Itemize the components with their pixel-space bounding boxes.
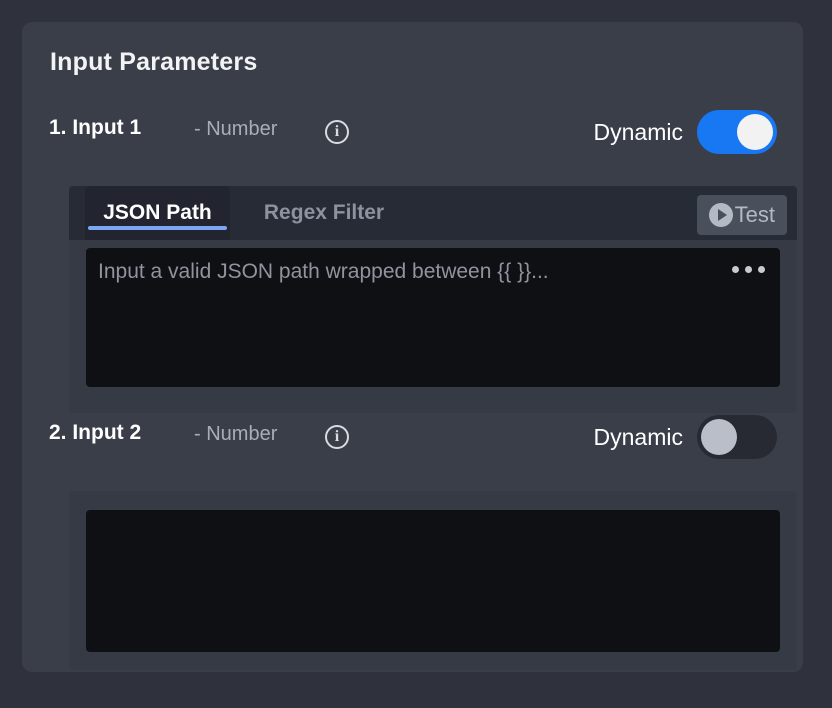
parameter-type-2: - Number — [194, 423, 278, 445]
json-path-editor[interactable]: Input a valid JSON path wrapped between … — [86, 248, 780, 387]
ellipsis-dot — [745, 266, 752, 273]
test-button[interactable]: Test — [696, 195, 787, 235]
tab-regex-filter[interactable]: Regex Filter — [263, 201, 385, 224]
parameter-type-1: - Number — [194, 118, 278, 140]
dynamic-toggle-group-2: Dynamic — [594, 415, 777, 459]
page-title: Input Parameters — [50, 48, 258, 76]
play-circle-icon — [708, 203, 733, 227]
parameter-name-2: 2. Input 2 — [49, 421, 142, 444]
parameter-block-2: 2. Input 2 - Number i Dynamic — [49, 413, 797, 670]
info-icon[interactable]: i — [325, 120, 349, 144]
dynamic-toggle-group-1: Dynamic — [594, 110, 777, 154]
ellipsis-icon[interactable] — [732, 266, 765, 273]
dynamic-label-2: Dynamic — [593, 423, 683, 450]
ellipsis-dot — [758, 266, 765, 273]
editor-tabbar-1: JSON Path Regex Filter Test — [69, 186, 797, 240]
parameter-editor-panel-2 — [69, 491, 797, 670]
parameter-header-2: 2. Input 2 - Number i Dynamic — [49, 413, 777, 461]
dynamic-toggle-2[interactable] — [697, 415, 777, 459]
input-parameters-card: Input Parameters 1. Input 1 - Number i D… — [22, 22, 803, 672]
json-path-editor-placeholder: Input a valid JSON path wrapped between … — [98, 260, 549, 283]
parameter-block-1: 1. Input 1 - Number i Dynamic JSON Path … — [49, 108, 797, 413]
test-button-label: Test — [734, 202, 775, 227]
value-editor[interactable] — [86, 510, 780, 652]
tab-json-path[interactable]: JSON Path — [85, 186, 230, 240]
dynamic-label-1: Dynamic — [593, 118, 683, 145]
parameter-name-1: 1. Input 1 — [49, 116, 142, 139]
info-icon[interactable]: i — [325, 425, 349, 449]
toggle-knob — [737, 114, 773, 150]
dynamic-toggle-1[interactable] — [697, 110, 777, 154]
toggle-knob — [701, 419, 737, 455]
ellipsis-dot — [732, 266, 739, 273]
parameter-editor-panel-1: JSON Path Regex Filter Test Input a vali… — [69, 186, 797, 413]
parameter-header-1: 1. Input 1 - Number i Dynamic — [49, 108, 777, 156]
